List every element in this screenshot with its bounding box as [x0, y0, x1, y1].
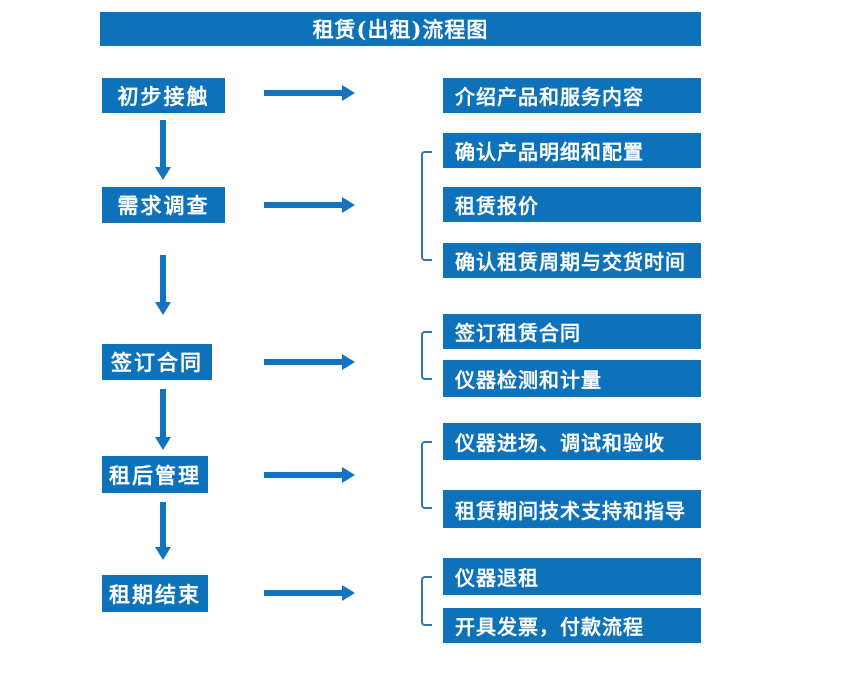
- right-arrow-icon: [264, 467, 355, 483]
- detail-box-introduce-products: 介绍产品和服务内容: [443, 78, 701, 113]
- detail-box-instrument-testing: 仪器检测和计量: [443, 360, 701, 397]
- detail-box-technical-support: 租赁期间技术支持和指导: [443, 490, 701, 528]
- detail-box-sign-rental-contract: 签订租赁合同: [443, 314, 701, 349]
- down-arrow-icon: [155, 389, 171, 450]
- step-box-rental-end: 租期结束: [102, 575, 208, 612]
- group-bracket-demand-survey: [421, 151, 432, 261]
- down-arrow-icon: [155, 255, 171, 315]
- down-arrow-icon: [155, 502, 171, 560]
- right-arrow-icon: [264, 85, 355, 101]
- group-bracket-rental-end: [421, 576, 432, 626]
- detail-box-confirm-product-details: 确认产品明细和配置: [443, 133, 701, 168]
- right-arrow-icon: [264, 354, 355, 370]
- group-bracket-post-rental: [421, 441, 432, 509]
- step-box-demand-survey: 需求调查: [102, 187, 225, 223]
- detail-box-invoice-payment: 开具发票，付款流程: [443, 608, 701, 643]
- detail-box-instrument-return: 仪器退租: [443, 558, 701, 595]
- step-box-sign-contract: 签订合同: [102, 344, 212, 380]
- step-box-initial-contact: 初步接触: [102, 78, 225, 113]
- detail-box-rental-quote: 租赁报价: [443, 187, 701, 222]
- detail-box-instrument-setup-acceptance: 仪器进场、调试和验收: [443, 423, 701, 460]
- detail-box-confirm-rental-period: 确认租赁周期与交货时间: [443, 243, 701, 278]
- group-bracket-sign-contract: [421, 331, 432, 380]
- flowchart-title: 租赁(出租)流程图: [100, 12, 701, 46]
- down-arrow-icon: [155, 120, 171, 180]
- right-arrow-icon: [264, 585, 355, 601]
- step-box-post-rental-management: 租后管理: [102, 456, 208, 493]
- right-arrow-icon: [264, 197, 355, 213]
